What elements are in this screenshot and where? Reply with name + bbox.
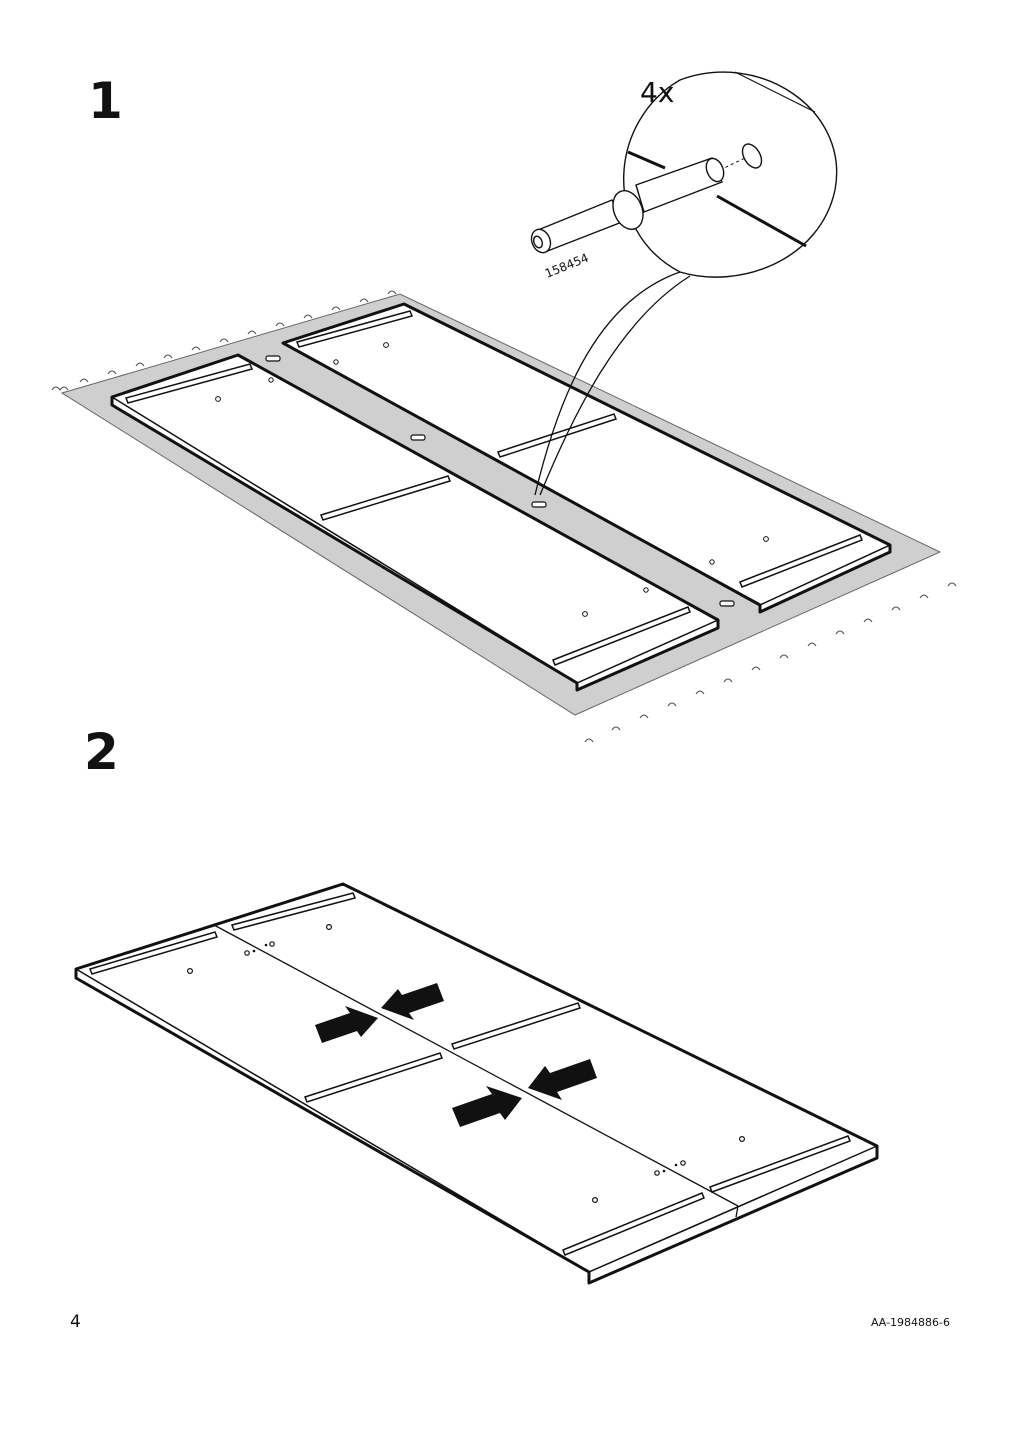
part-number-label: 158454 bbox=[543, 251, 591, 281]
dowels bbox=[265, 355, 735, 607]
arrow-left-upper bbox=[381, 983, 444, 1020]
slots bbox=[88, 892, 851, 1256]
rug-fringe-front bbox=[584, 582, 957, 743]
step-2-illustration bbox=[74, 882, 879, 1285]
quantity-label: 4x bbox=[640, 76, 674, 109]
dowel bbox=[265, 355, 281, 362]
detail-callout bbox=[530, 71, 838, 496]
dowel bbox=[719, 600, 735, 607]
holes bbox=[187, 923, 745, 1203]
page-number: 4 bbox=[70, 1312, 81, 1332]
dowel-detail bbox=[530, 157, 725, 254]
panel-front bbox=[110, 353, 720, 692]
step-2-number: 2 bbox=[84, 723, 119, 781]
arrow-right-upper bbox=[315, 1006, 378, 1043]
document-code: AA-1984886-6 bbox=[870, 1316, 950, 1329]
dowel bbox=[531, 501, 547, 508]
panel-back bbox=[281, 302, 892, 614]
arrow-right-lower bbox=[452, 1086, 522, 1127]
arrow-left-lower bbox=[528, 1059, 597, 1100]
panel-seam bbox=[213, 924, 739, 1207]
step-1-number: 1 bbox=[88, 72, 123, 130]
step-1-illustration bbox=[51, 71, 957, 743]
joined-panels bbox=[74, 882, 879, 1285]
push-arrows bbox=[315, 983, 597, 1127]
rug-fringe-back bbox=[51, 290, 397, 391]
small-dots bbox=[252, 943, 678, 1173]
dowel bbox=[410, 434, 426, 441]
